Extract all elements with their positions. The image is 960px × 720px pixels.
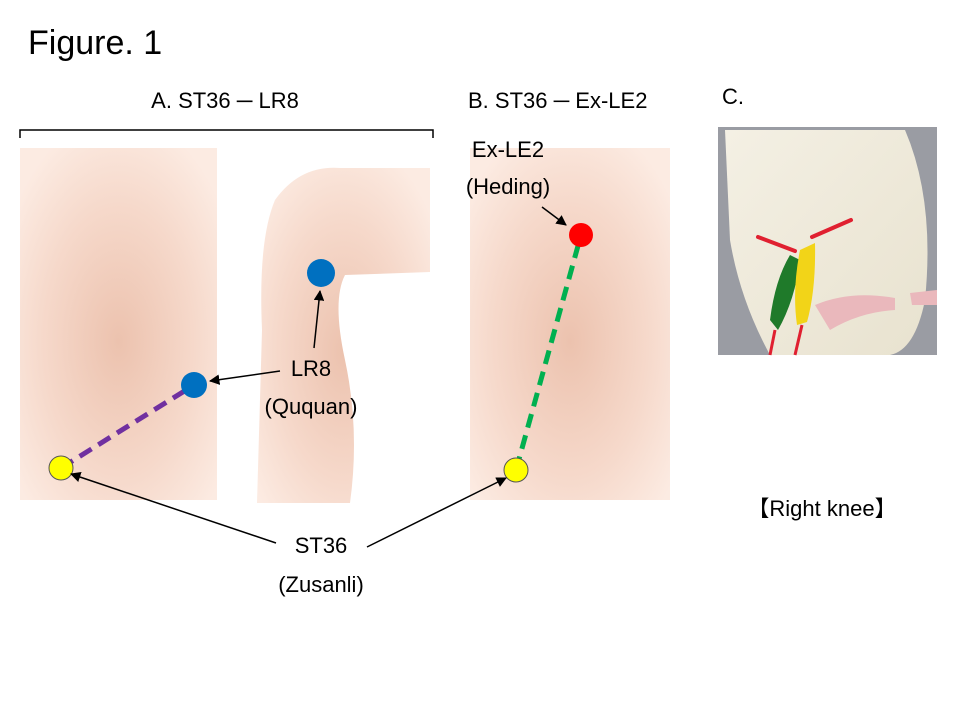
- right-knee-caption: 【Right knee】: [747, 496, 896, 521]
- panel-b-title: B. ST36 ─ Ex-LE2: [468, 88, 647, 113]
- knee-bent-photo: [257, 167, 430, 503]
- st36-alias: (Zusanli): [278, 572, 364, 597]
- lr8-arrow-side: [313, 289, 325, 349]
- knee-front-photo: [20, 148, 217, 500]
- lr8-arrow-front: [208, 370, 281, 385]
- exle2-alias: (Heding): [466, 174, 550, 199]
- panel-a-title: A. ST36 ─ LR8: [151, 88, 299, 113]
- st36-exle2-line: [513, 234, 584, 471]
- st36-point-b: [503, 457, 529, 483]
- st36-arrow-a: [70, 472, 277, 544]
- st36-arrow-b: [366, 477, 507, 548]
- figure-title: Figure. 1: [28, 24, 162, 62]
- st36-lr8-line: [59, 382, 196, 471]
- lr8-point-side: [307, 259, 335, 287]
- st36-label: ST36: [295, 533, 348, 558]
- lr8-point-front: [181, 372, 207, 398]
- exle2-point: [569, 223, 593, 247]
- lr8-alias: (Ququan): [265, 394, 358, 419]
- knee-front-photo-b: [470, 148, 670, 500]
- panel-c-title: C.: [722, 84, 744, 109]
- exle2-label: Ex-LE2: [472, 137, 544, 162]
- panel-a-bracket: [19, 129, 434, 138]
- st36-point-a: [48, 455, 74, 481]
- exle2-arrow: [541, 206, 567, 226]
- rat-knee-photo: [718, 127, 937, 356]
- lr8-label: LR8: [291, 356, 331, 381]
